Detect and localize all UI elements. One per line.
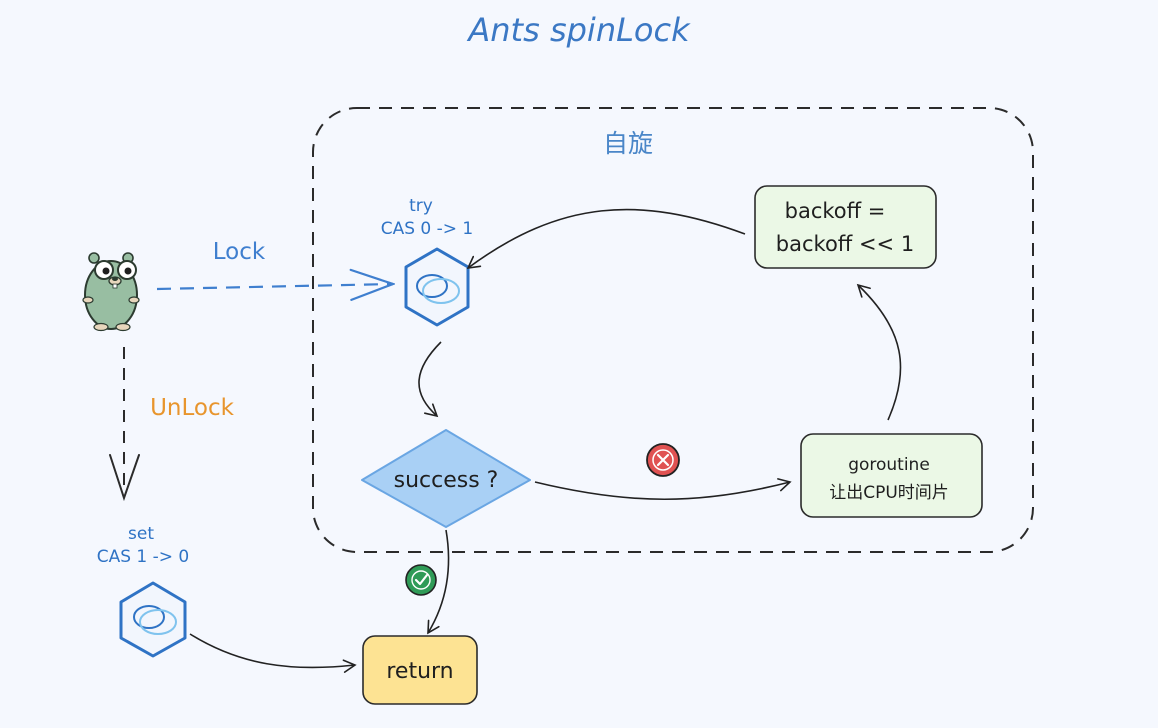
backoff-to-try-arrow xyxy=(466,208,746,269)
try-label-line1: try xyxy=(409,196,433,216)
return-box xyxy=(362,635,478,705)
try-label-line2: CAS 0 -> 1 xyxy=(381,219,474,239)
lock-arrow xyxy=(156,284,393,289)
goroutine-yield-line2: 让出CPU时间片 xyxy=(829,483,949,503)
x-circle-icon xyxy=(646,443,680,477)
success-decision-diamond xyxy=(361,429,531,528)
backoff-box xyxy=(754,185,937,269)
spin-region-box xyxy=(312,107,1034,553)
success-decision-label: success ? xyxy=(394,468,499,493)
return-label: return xyxy=(386,659,453,684)
goroutine-yield-box xyxy=(800,433,983,518)
goroutine-yield-line1: goroutine xyxy=(848,455,930,475)
success-to-goroutine-arrow xyxy=(534,478,792,500)
lock-label: Lock xyxy=(213,239,266,265)
set-label-line1: set xyxy=(128,524,154,544)
try-cas-hexagon xyxy=(404,247,470,327)
unlock-label: UnLock xyxy=(150,395,235,421)
set-to-return-arrow xyxy=(189,633,357,673)
set-label-line2: CAS 1 -> 0 xyxy=(97,547,190,567)
gopher-icon xyxy=(82,252,140,332)
backoff-line2: backoff << 1 xyxy=(776,232,914,256)
try-to-success-arrow xyxy=(418,341,442,418)
unlock-arrowhead xyxy=(109,454,140,502)
backoff-line1: backoff = xyxy=(785,199,886,223)
goroutine-to-backoff-arrow xyxy=(856,283,902,421)
set-cas-hexagon xyxy=(119,581,187,658)
diagram-title: Ants spinLock xyxy=(466,11,691,49)
success-to-return-arrow xyxy=(427,529,450,635)
check-circle-icon xyxy=(405,564,437,596)
spin-region-label: 自旋 xyxy=(603,129,653,158)
